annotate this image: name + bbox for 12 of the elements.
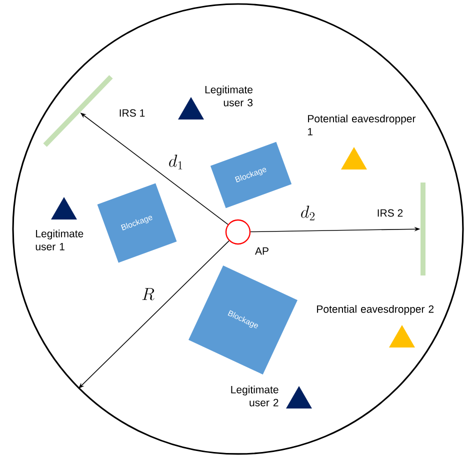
- cell-circle: [12, 3, 464, 455]
- node-label: Potential eavesdropper 1: [308, 114, 416, 136]
- node-label: Potential eavesdropper 2: [317, 305, 434, 315]
- edge-label: $d_2$: [299, 204, 317, 222]
- edge-label: $d_1$: [167, 154, 185, 170]
- node-label: Legitimate user 2: [231, 386, 278, 406]
- node-label: IRS 2: [378, 209, 403, 217]
- node-label: Legitimate user 3: [205, 86, 253, 106]
- edge-label: $R$: [140, 287, 156, 301]
- node-label: AP: [255, 247, 268, 255]
- node-label: Legitimate user 1: [36, 230, 84, 250]
- node-label: IRS 1: [120, 109, 145, 117]
